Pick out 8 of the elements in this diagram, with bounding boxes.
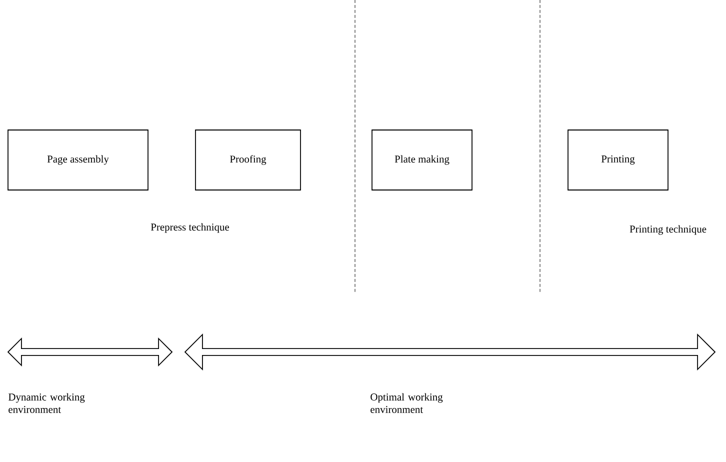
section-label: Prepress technique xyxy=(150,223,229,233)
process-box: Plate making xyxy=(372,130,472,190)
node-label: Optimal working environment xyxy=(370,393,443,414)
process-box: Printing xyxy=(568,130,668,190)
section-label: Printing technique xyxy=(630,225,706,235)
node-label: Dynamic working environment xyxy=(8,393,85,414)
process-box: Page assembly xyxy=(8,130,148,190)
process-box: Proofing xyxy=(195,130,301,190)
